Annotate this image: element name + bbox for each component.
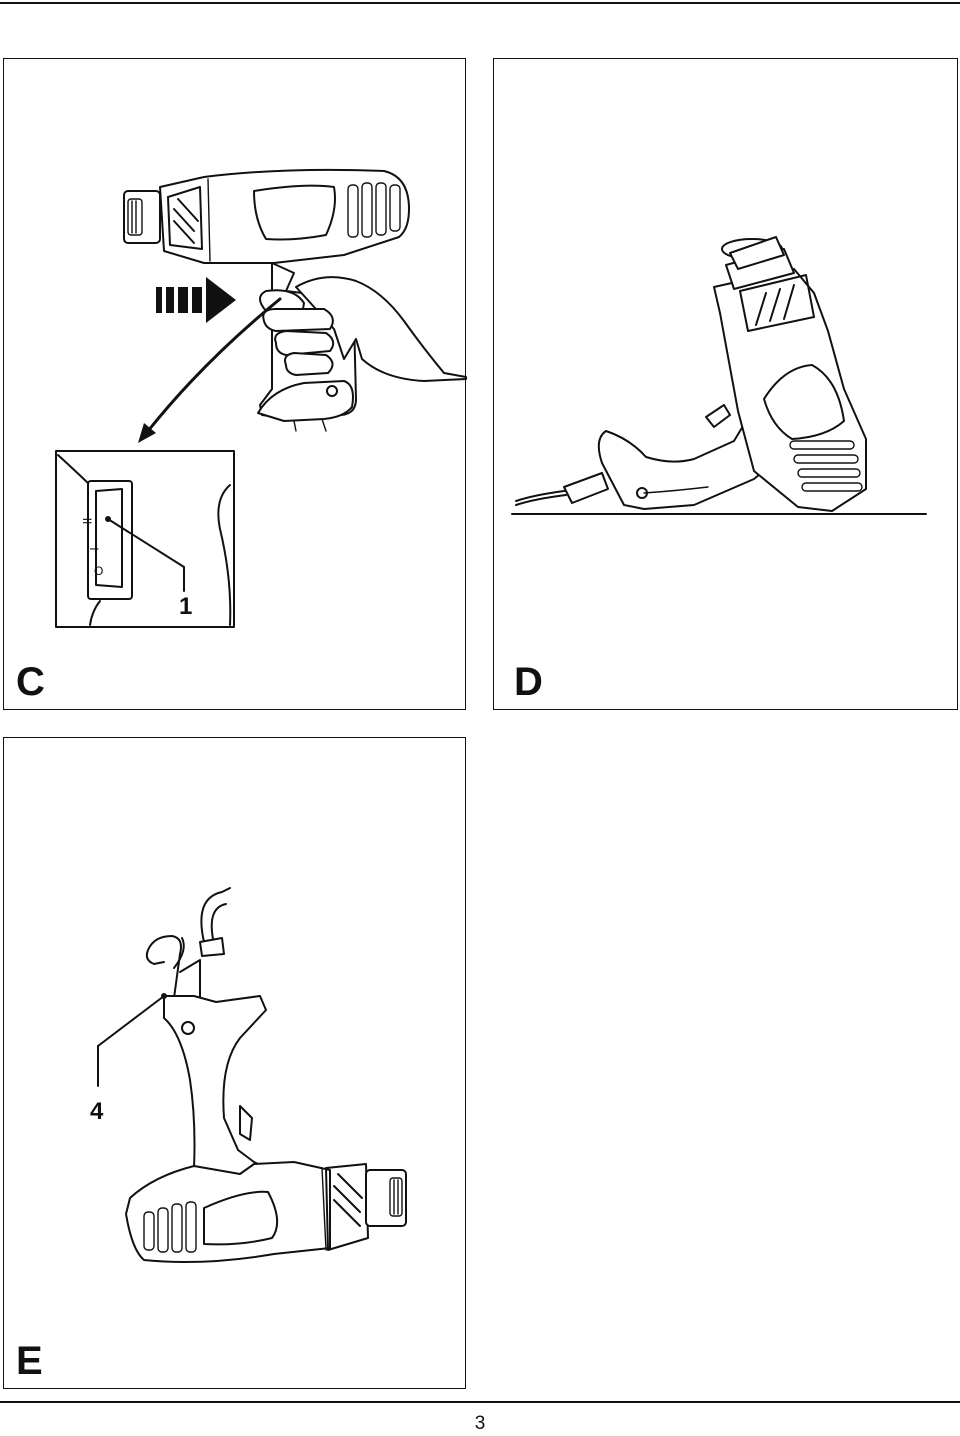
front-vents <box>167 186 203 250</box>
panel-letter-c: C <box>16 660 45 704</box>
heat-gun-trigger-illustration <box>55 168 467 628</box>
hand <box>295 276 467 382</box>
push-arrow <box>156 277 236 323</box>
bottom-rule <box>0 1401 960 1403</box>
handle-base <box>257 380 354 422</box>
figure-panel-e: 4 E <box>3 737 466 1389</box>
switch-inset <box>55 450 235 628</box>
heat-gun-hanging-illustration <box>97 887 407 1263</box>
hanging-hook <box>145 935 182 999</box>
nozzle <box>721 236 795 290</box>
switch-mark-i: I <box>87 547 102 551</box>
switch-mark-o: O <box>94 564 104 578</box>
body-window <box>203 1190 279 1246</box>
page-number: 3 <box>474 1413 486 1434</box>
front-vents <box>325 1163 369 1251</box>
callout-leader <box>97 995 165 1047</box>
heat-gun-standing-illustration <box>511 236 927 515</box>
gun-handle <box>163 995 267 1177</box>
gun-body <box>125 1161 331 1263</box>
figure-panel-d: D <box>493 58 958 710</box>
rear-vents <box>789 440 863 492</box>
rear-vents <box>143 1201 197 1253</box>
nozzle <box>365 1169 407 1227</box>
body-window <box>253 184 336 241</box>
power-cord <box>515 488 575 502</box>
rear-vents <box>347 182 401 238</box>
gun-body <box>159 168 410 264</box>
nozzle <box>123 190 161 244</box>
power-cord <box>200 887 231 943</box>
top-rule <box>0 2 960 4</box>
switch-mark-ii: II <box>80 517 95 525</box>
panel-letter-d: D <box>514 660 543 704</box>
body-window <box>763 364 845 440</box>
figure-panel-c: II I O 1 C <box>3 58 467 710</box>
front-vents <box>739 274 815 332</box>
callout-1: 1 <box>179 593 193 620</box>
curved-pointer-arrow <box>146 297 282 433</box>
callout-4: 4 <box>90 1098 104 1125</box>
fingers <box>259 289 335 376</box>
panel-letter-e: E <box>16 1339 43 1383</box>
